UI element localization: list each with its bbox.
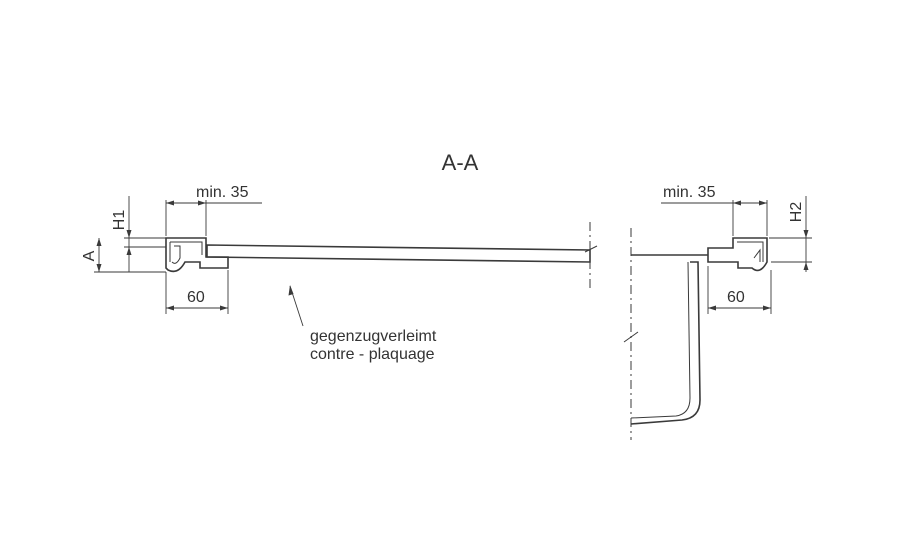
- left-dim-h1: H1: [111, 210, 128, 231]
- left-detail: min. 35 60 H1 A: [81, 184, 598, 314]
- left-dim-60: 60: [187, 289, 205, 306]
- annotation-line-2: contre - plaquage: [310, 346, 435, 363]
- right-frame-inner: [737, 241, 764, 262]
- left-panel-plate: [206, 244, 591, 263]
- left-frame-profile: [165, 237, 229, 273]
- right-basin-wall: [630, 261, 701, 425]
- right-dim-60: 60: [727, 289, 745, 306]
- right-frame-profile: [707, 237, 768, 272]
- section-title: A-A: [442, 150, 479, 175]
- left-frame-inner: [169, 241, 203, 264]
- right-basin-inner: [630, 261, 691, 419]
- annotation-line-1: gegenzugverleimt: [310, 328, 437, 345]
- right-break-mark: [623, 331, 639, 343]
- right-dim-min-35: min. 35: [663, 184, 716, 201]
- right-detail: min. 35 60 H2: [623, 184, 812, 440]
- left-dim-a: A: [81, 250, 98, 261]
- right-dim-h2: H2: [788, 202, 805, 223]
- left-break-mark: [584, 245, 598, 253]
- left-dim-min-35: min. 35: [196, 184, 249, 201]
- annotation: gegenzugverleimt contre - plaquage: [288, 285, 437, 363]
